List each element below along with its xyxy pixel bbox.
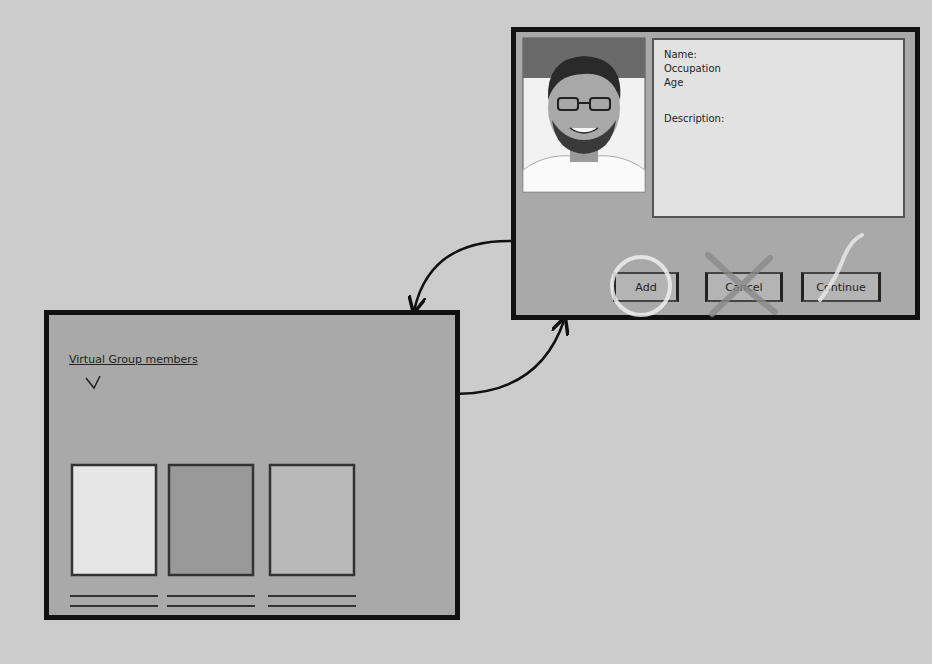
profile-photo <box>523 38 645 192</box>
screen-heading: Virtual Group members <box>69 353 198 366</box>
field-label: Age <box>664 76 893 90</box>
flow-arrow <box>460 320 564 394</box>
button-label: Add <box>635 281 656 294</box>
member-cards <box>70 465 356 606</box>
members-screen: Virtual Group members <box>44 310 460 620</box>
continue-button: Continue <box>801 272 881 302</box>
flow-arrow <box>414 241 511 310</box>
check-scribble <box>820 235 862 300</box>
button-label: Cancel <box>725 281 762 294</box>
highlight-circle <box>612 257 670 315</box>
add-button: Add <box>613 272 679 302</box>
button-label: Continue <box>816 281 865 294</box>
cancel-button: Cancel <box>705 272 783 302</box>
check-mark <box>86 376 100 388</box>
field-label: Occupation <box>664 62 893 76</box>
field-label: Name: <box>664 48 893 62</box>
info-panel: Name:OccupationAgeDescription: <box>652 38 905 218</box>
cross-scribble <box>708 255 775 314</box>
field-label: Description: <box>664 112 893 126</box>
profile-screen: Name:OccupationAgeDescription: Add Cancel C… <box>511 27 920 320</box>
